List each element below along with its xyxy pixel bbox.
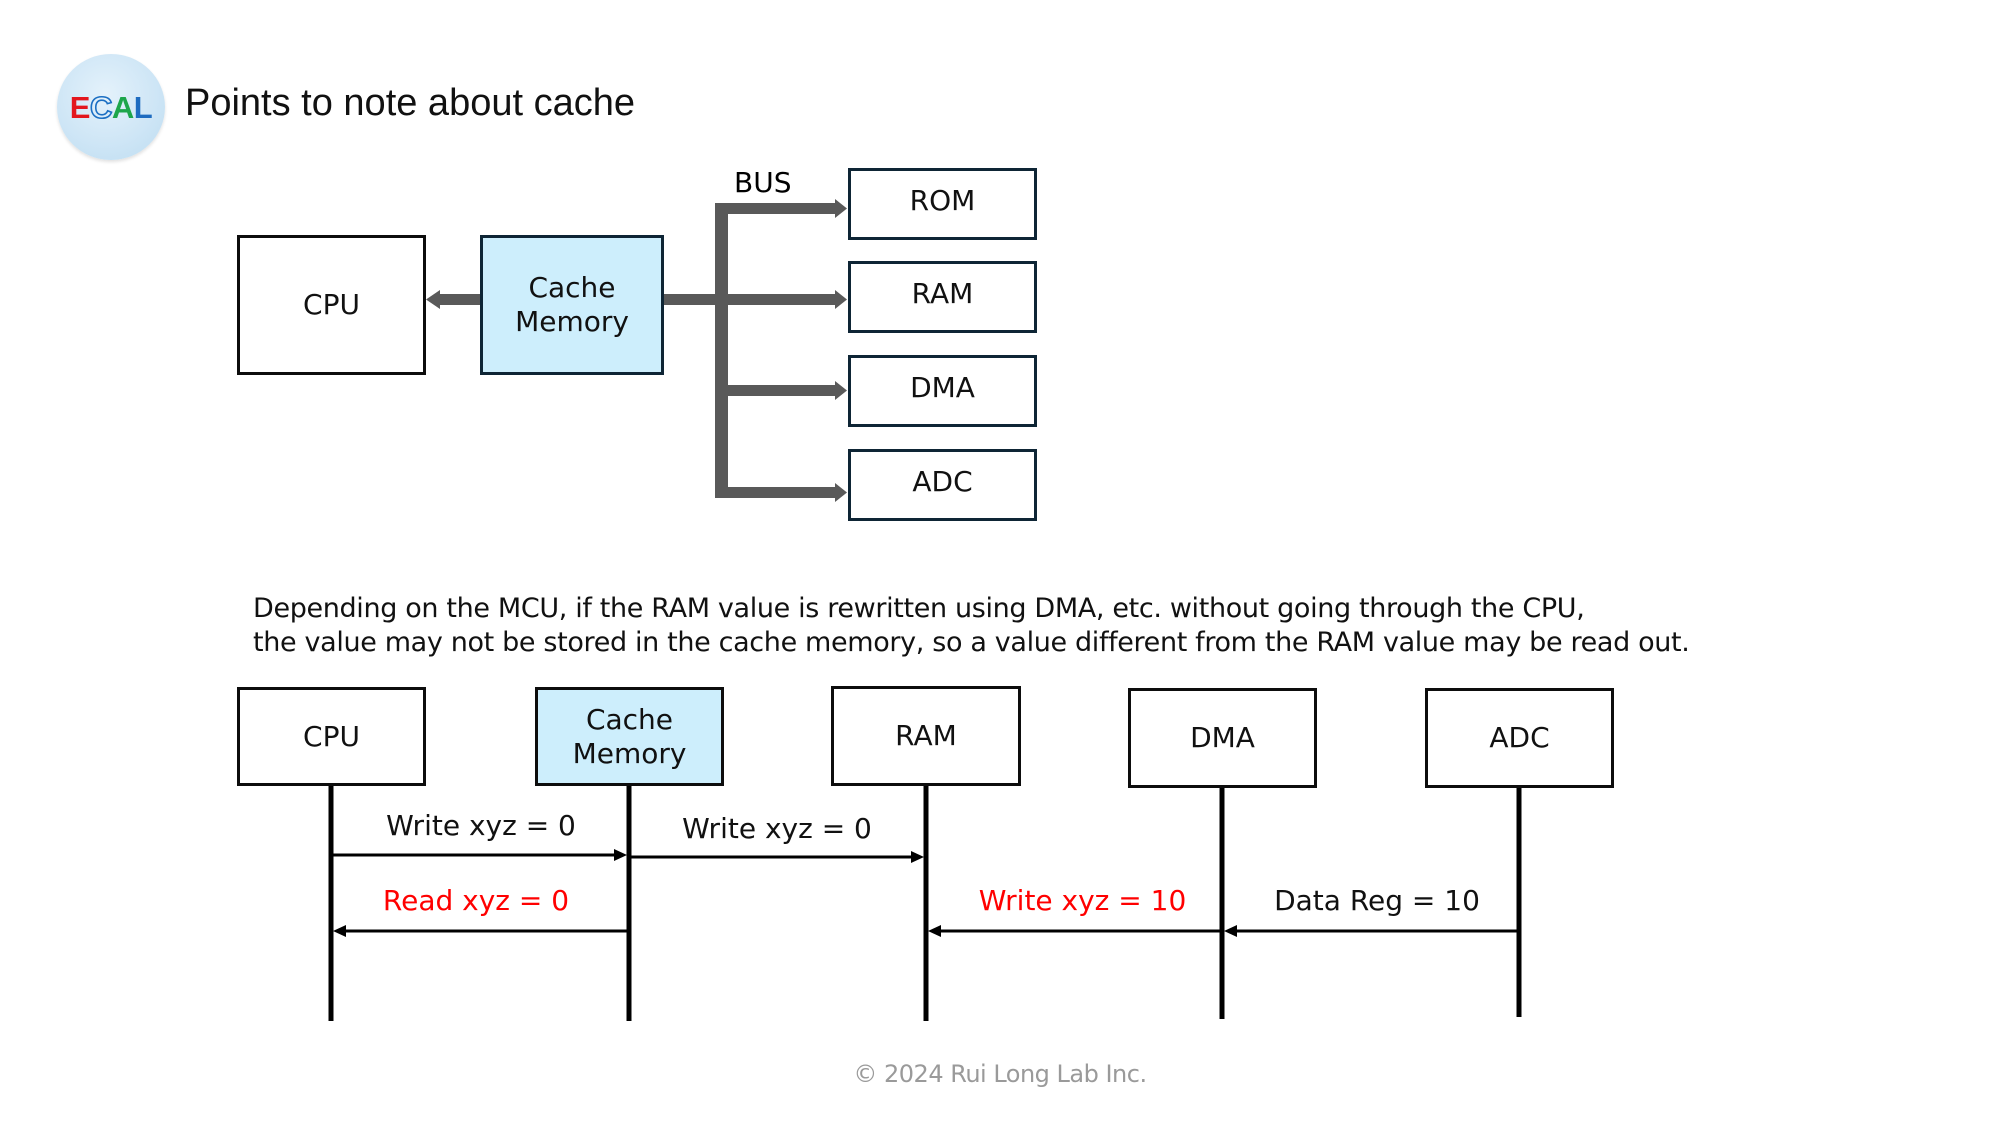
arrowhead-cpu-to-cache <box>614 849 627 861</box>
arch-rom-box: ROM <box>848 168 1037 240</box>
arch-cache-label-line2: Memory <box>515 305 629 338</box>
page-title: Points to note about cache <box>185 82 635 124</box>
seq-participant-dma: DMA <box>1128 688 1317 788</box>
seq-participant-adc: ADC <box>1425 688 1614 788</box>
bus-branch-adc <box>715 487 837 498</box>
arrowhead-adc-to-dma <box>1224 925 1237 937</box>
cache-to-cpu-arrowhead <box>426 290 440 309</box>
logo-letter-l: L <box>133 89 153 125</box>
logo-letter-c: C <box>89 89 113 125</box>
bus-arrowhead-dma <box>835 381 847 400</box>
message-arrowheads <box>333 849 1237 937</box>
msg-label-cpu-to-cache: Write xyz = 0 <box>386 809 576 842</box>
description-line-2: the value may not be stored in the cache… <box>253 627 1690 658</box>
lifelines <box>328 785 1522 1021</box>
seq-participant-cache-memory: Cache Memory <box>535 687 724 786</box>
seq-cache-label-line2: Memory <box>572 736 687 770</box>
arch-dma-label: DMA <box>910 371 975 404</box>
bus-arrowhead-rom <box>835 199 847 218</box>
bus-branch-rom <box>715 203 837 214</box>
seq-cache-label-line1: Cache <box>585 702 674 736</box>
cache-to-cpu-arrow-shaft <box>438 294 481 305</box>
seq-cpu-label: CPU <box>303 719 360 753</box>
arrowhead-cache-to-cpu <box>333 925 346 937</box>
arrowhead-cache-to-ram <box>911 851 924 863</box>
seq-ram-label: RAM <box>895 719 957 752</box>
seq-dma-label: DMA <box>1190 721 1255 754</box>
arch-adc-label: ADC <box>912 465 973 498</box>
bus-trunk <box>715 203 728 498</box>
arrowhead-dma-to-ram <box>928 925 941 937</box>
cache-to-bus-shaft <box>663 294 723 305</box>
logo-letter-e: E <box>69 89 91 125</box>
arch-cache-label-line1: Cache <box>528 271 616 304</box>
bus-arrowhead-ram <box>835 290 847 309</box>
message-lines <box>331 853 1519 933</box>
msg-label-dma-to-ram: Write xyz = 10 <box>978 884 1187 917</box>
seq-participant-ram: RAM <box>831 686 1021 786</box>
arch-cpu-label: CPU <box>303 288 360 321</box>
msg-label-cache-to-cpu: Read xyz = 0 <box>382 884 570 917</box>
description-paragraph: Depending on the MCU, if the RAM value i… <box>253 592 1690 660</box>
bus-branch-ram <box>723 294 837 305</box>
ecal-logo: E C A L <box>57 54 165 160</box>
seq-adc-label: ADC <box>1489 721 1550 754</box>
arch-dma-box: DMA <box>848 355 1037 427</box>
arch-ram-label: RAM <box>911 277 974 310</box>
logo-letter-a: A <box>111 89 134 125</box>
msg-label-adc-to-dma: Data Reg = 10 <box>1274 884 1480 917</box>
description-line-1: Depending on the MCU, if the RAM value i… <box>253 593 1585 624</box>
bus-arrowhead-adc <box>835 483 847 502</box>
arch-cpu-box: CPU <box>237 235 426 375</box>
logo-text: E C A L <box>69 89 153 125</box>
seq-participant-cpu: CPU <box>237 687 426 786</box>
bus-label: BUS <box>734 166 792 199</box>
arch-adc-box: ADC <box>848 449 1037 521</box>
bus-arrows <box>426 199 847 502</box>
arch-ram-box: RAM <box>848 261 1037 333</box>
arch-rom-label: ROM <box>909 184 976 217</box>
arch-cache-memory-box: Cache Memory <box>480 235 664 375</box>
msg-label-cache-to-ram: Write xyz = 0 <box>682 812 872 845</box>
bus-branch-dma <box>723 385 837 396</box>
copyright-footer: © 2024 Rui Long Lab Inc. <box>853 1060 1147 1088</box>
